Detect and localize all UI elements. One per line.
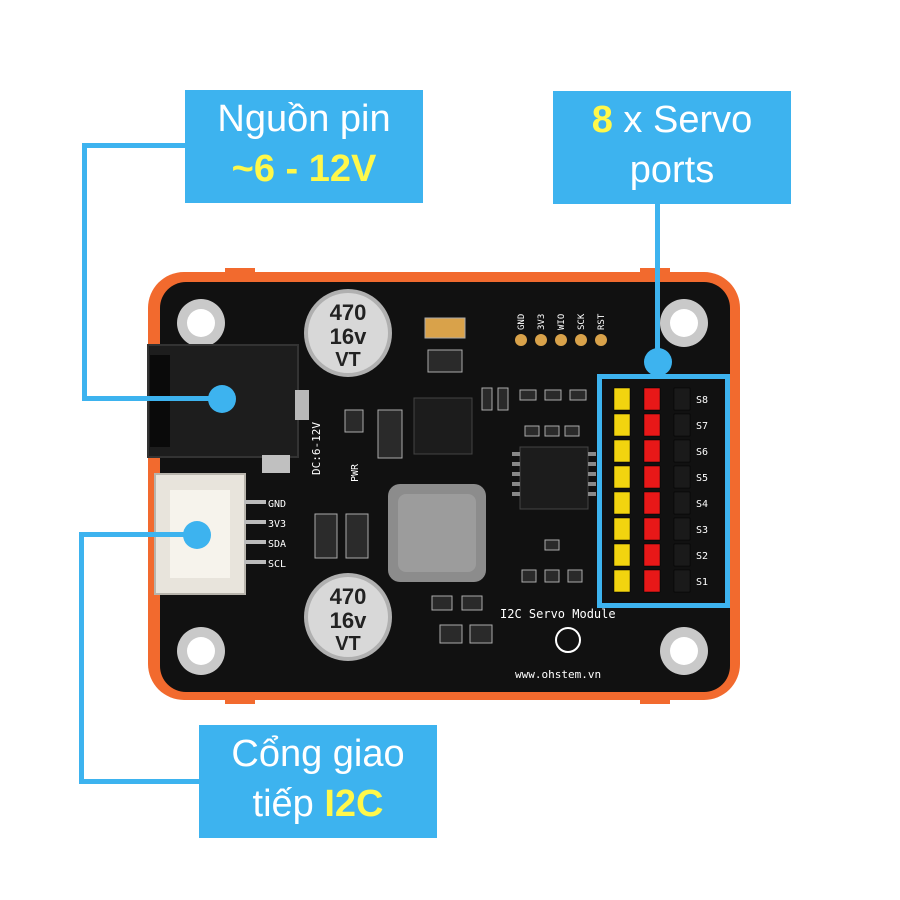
servo-pin xyxy=(613,413,631,437)
servo-callout: 8 x Servo ports xyxy=(553,91,791,204)
servo-pin xyxy=(673,439,691,463)
svg-text:GND: GND xyxy=(268,499,286,510)
servo-pin xyxy=(643,387,661,411)
website-label: www.ohstem.vn xyxy=(515,668,601,681)
svg-text:SCL: SCL xyxy=(268,559,286,570)
top-header: GND 3V3 WIO SCK RST xyxy=(515,313,607,346)
i2c-callout-line2: tiếp I2C xyxy=(199,779,437,829)
servo-pin xyxy=(643,439,661,463)
smd-components xyxy=(314,317,587,644)
servo-callout-line1: 8 x Servo xyxy=(553,95,791,145)
svg-text:3V3: 3V3 xyxy=(268,519,286,530)
servo-highlight-bottom xyxy=(597,603,730,608)
svg-text:470: 470 xyxy=(330,584,367,609)
ic-regulator xyxy=(413,397,473,455)
svg-text:SDA: SDA xyxy=(268,539,286,550)
svg-text:VT: VT xyxy=(335,349,361,371)
servo-pin xyxy=(673,517,691,541)
power-callout-voltage: ~6 - 12V xyxy=(231,148,377,190)
i2c-highlight: I2C xyxy=(324,783,384,825)
svg-text:VT: VT xyxy=(335,633,361,655)
servo-pin xyxy=(613,543,631,567)
servo-pin xyxy=(643,491,661,515)
svg-text:SCK: SCK xyxy=(577,313,587,330)
power-connector-vertical xyxy=(82,143,87,399)
servo-pin xyxy=(673,569,691,593)
servo-pin xyxy=(613,439,631,463)
servo-pin xyxy=(613,465,631,489)
svg-text:16v: 16v xyxy=(330,324,367,349)
servo-pin xyxy=(613,517,631,541)
module-title: I2C Servo Module xyxy=(500,607,616,621)
servo-pin xyxy=(613,569,631,593)
servo-pin xyxy=(643,543,661,567)
servo-connector-vertical xyxy=(655,203,660,358)
svg-text:GND: GND xyxy=(517,314,527,330)
i2c-connector-bottom xyxy=(79,779,200,784)
servo-pin xyxy=(643,413,661,437)
pwr-label: PWR xyxy=(350,463,361,482)
i2c-callout-prefix: tiếp xyxy=(252,783,325,825)
ohstem-logo xyxy=(555,627,581,653)
servo-port-label: S4 xyxy=(696,499,708,510)
svg-text:RST: RST xyxy=(597,313,607,330)
servo-pin xyxy=(613,387,631,411)
ic-pwm-driver xyxy=(519,446,589,510)
power-pointer-dot xyxy=(208,385,236,413)
servo-highlight-top xyxy=(597,374,730,379)
mounting-holes xyxy=(177,299,708,675)
servo-pin xyxy=(673,387,691,411)
i2c-connector-top xyxy=(79,532,197,537)
servo-port-label: S7 xyxy=(696,421,708,432)
capacitor-bottom: 470 16v VT xyxy=(304,573,392,661)
i2c-connector-vertical xyxy=(79,532,84,783)
power-callout-line1: Nguồn pin xyxy=(217,98,391,140)
servo-pin xyxy=(673,543,691,567)
inductor xyxy=(388,484,486,582)
servo-count: 8 xyxy=(591,99,613,141)
svg-text:WIO: WIO xyxy=(557,314,567,330)
servo-callout-line2: ports xyxy=(629,149,715,191)
servo-pin xyxy=(673,413,691,437)
power-connector-top xyxy=(82,143,186,148)
servo-pin xyxy=(643,465,661,489)
power-callout: Nguồn pin ~6 - 12V xyxy=(185,90,423,203)
svg-text:3V3: 3V3 xyxy=(537,314,547,330)
power-connector-bottom xyxy=(82,396,222,401)
servo-highlight-left xyxy=(597,374,602,608)
i2c-callout: Cổng giao tiếp I2C xyxy=(199,725,437,838)
svg-text:16v: 16v xyxy=(330,608,367,633)
servo-pin xyxy=(643,569,661,593)
i2c-callout-line1: Cổng giao xyxy=(231,733,405,775)
servo-pin xyxy=(643,517,661,541)
servo-callout-text: x Servo xyxy=(612,99,753,141)
dc-label: DC:6-12V xyxy=(310,422,323,475)
capacitor-top: 470 16v VT xyxy=(304,289,392,377)
servo-port-label: S6 xyxy=(696,447,708,458)
servo-pin xyxy=(673,465,691,489)
i2c-pointer-dot xyxy=(183,521,211,549)
servo-pointer-dot xyxy=(644,348,672,376)
servo-port-label: S5 xyxy=(696,473,708,484)
servo-port-label: S1 xyxy=(696,577,708,588)
servo-pin xyxy=(673,491,691,515)
servo-pin xyxy=(613,491,631,515)
servo-port-label: S2 xyxy=(696,551,708,562)
servo-port-label: S8 xyxy=(696,395,708,406)
servo-highlight-right xyxy=(725,374,730,608)
svg-text:470: 470 xyxy=(330,300,367,325)
servo-port-label: S3 xyxy=(696,525,708,536)
dc-jack xyxy=(147,344,309,473)
